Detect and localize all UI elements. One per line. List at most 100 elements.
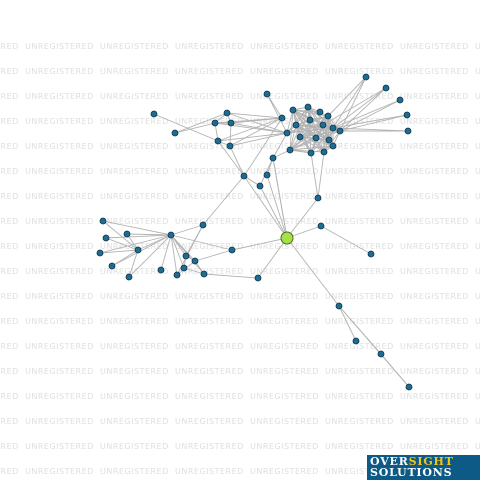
graph-edge (299, 124, 324, 138)
graph-edge (259, 185, 288, 239)
graph-edge (170, 234, 178, 276)
graph-node (182, 252, 190, 260)
graph-node (254, 274, 262, 282)
graph-edge (339, 87, 387, 132)
graph-node (312, 134, 320, 142)
watermark-text: UNREGISTERED (100, 467, 169, 476)
watermark-text: UNREGISTERED (100, 392, 169, 401)
graph-node (324, 112, 332, 120)
watermark-text: UNREGISTERED (325, 417, 394, 426)
watermark-text: UNREGISTERED (325, 242, 394, 251)
watermark-text: UNREGISTERED (25, 367, 94, 376)
watermark-text: UNREGISTERED (25, 317, 94, 326)
graph-node (125, 273, 133, 281)
graph-node (296, 133, 304, 141)
watermark-text: UNREGISTERED (250, 467, 319, 476)
watermark-text: UNREGISTERED (0, 42, 19, 51)
graph-node (367, 250, 375, 258)
watermark-text: UNREGISTERED (175, 92, 244, 101)
graph-node (228, 246, 236, 254)
watermark-text: UNREGISTERED (400, 67, 469, 76)
watermark-text: UNREGISTERED (250, 342, 319, 351)
graph-edge (105, 237, 139, 251)
watermark-text: UNREGISTERED (250, 417, 319, 426)
watermark-text: UNREGISTERED (25, 67, 94, 76)
watermark-text: UNREGISTERED (175, 317, 244, 326)
logo-sight: SIGHT (408, 455, 454, 468)
graph-edge (257, 237, 288, 279)
graph-edge (339, 99, 401, 132)
watermark-text: UNREGISTERED (100, 367, 169, 376)
graph-edge (332, 76, 367, 129)
graph-node (382, 84, 390, 92)
graph-node (99, 217, 107, 225)
watermark-text: UNREGISTERED (100, 442, 169, 451)
graph-node (306, 116, 314, 124)
watermark-text: UNREGISTERED (100, 342, 169, 351)
watermark-text: UNREGISTERED (400, 92, 469, 101)
watermark-text: UNREGISTERED (25, 192, 94, 201)
graph-node (278, 114, 286, 122)
watermark-text: UNREGISTERED (25, 167, 94, 176)
watermark-text: UNREGISTERED (25, 92, 94, 101)
watermark-text: UNREGISTERED (400, 392, 469, 401)
watermark-text: UNREGISTERED (250, 42, 319, 51)
watermark-text: UNREGISTERED (325, 217, 394, 226)
graph-node (173, 271, 181, 279)
watermark-text: UNREGISTERED (325, 442, 394, 451)
watermark-text: UNREGISTERED (0, 67, 19, 76)
graph-node (352, 337, 360, 345)
graph-node (167, 231, 175, 239)
graph-node (150, 110, 158, 118)
graph-edge (322, 87, 387, 126)
graph-node (199, 221, 207, 229)
graph-node (211, 119, 219, 127)
watermark-text: UNREGISTERED (250, 292, 319, 301)
graph-edge (332, 99, 401, 129)
center-node (280, 231, 294, 245)
graph-edge (243, 117, 283, 177)
watermark-text: UNREGISTERED (325, 92, 394, 101)
graph-node (240, 172, 248, 180)
watermark-text: UNREGISTERED (325, 292, 394, 301)
graph-edge (299, 127, 334, 138)
logo-over: OVER (370, 455, 409, 468)
watermark-text: UNREGISTERED (250, 242, 319, 251)
watermark-text: UNREGISTERED (475, 292, 480, 301)
watermark-text: UNREGISTERED (400, 367, 469, 376)
graph-node (134, 246, 142, 254)
graph-node (157, 266, 165, 274)
watermark-text: UNREGISTERED (250, 192, 319, 201)
logo-solutions: SOLUTIONS (370, 466, 453, 479)
watermark-text: UNREGISTERED (100, 117, 169, 126)
graph-edge (286, 237, 340, 307)
oversight-solutions-logo: OVERSIGHT SOLUTIONS (367, 455, 480, 480)
watermark-text: UNREGISTERED (25, 267, 94, 276)
graph-edge (183, 267, 205, 275)
graph-node (289, 106, 297, 114)
watermark-text: UNREGISTERED (175, 392, 244, 401)
graph-edge (170, 234, 185, 269)
watermark-text: UNREGISTERED (400, 267, 469, 276)
graph-edge (153, 113, 219, 142)
graph-edge (230, 117, 283, 124)
graph-node (362, 73, 370, 81)
graph-node (200, 270, 208, 278)
watermark-text: UNREGISTERED (100, 142, 169, 151)
graph-edge (230, 122, 288, 134)
watermark-text: UNREGISTERED (400, 42, 469, 51)
graph-edge (111, 234, 172, 267)
watermark-text: UNREGISTERED (250, 142, 319, 151)
graph-edge (286, 197, 319, 239)
graph-edge (174, 122, 216, 134)
graph-edge (317, 151, 325, 199)
graph-node (316, 108, 324, 116)
graph-edge (160, 234, 172, 271)
watermark-text: UNREGISTERED (25, 392, 94, 401)
graph-edge (332, 127, 409, 132)
watermark-text: UNREGISTERED (25, 42, 94, 51)
watermark-text: UNREGISTERED (100, 167, 169, 176)
graph-edge (310, 152, 319, 199)
graph-edge (226, 112, 283, 119)
watermark-text: UNREGISTERED (400, 192, 469, 201)
